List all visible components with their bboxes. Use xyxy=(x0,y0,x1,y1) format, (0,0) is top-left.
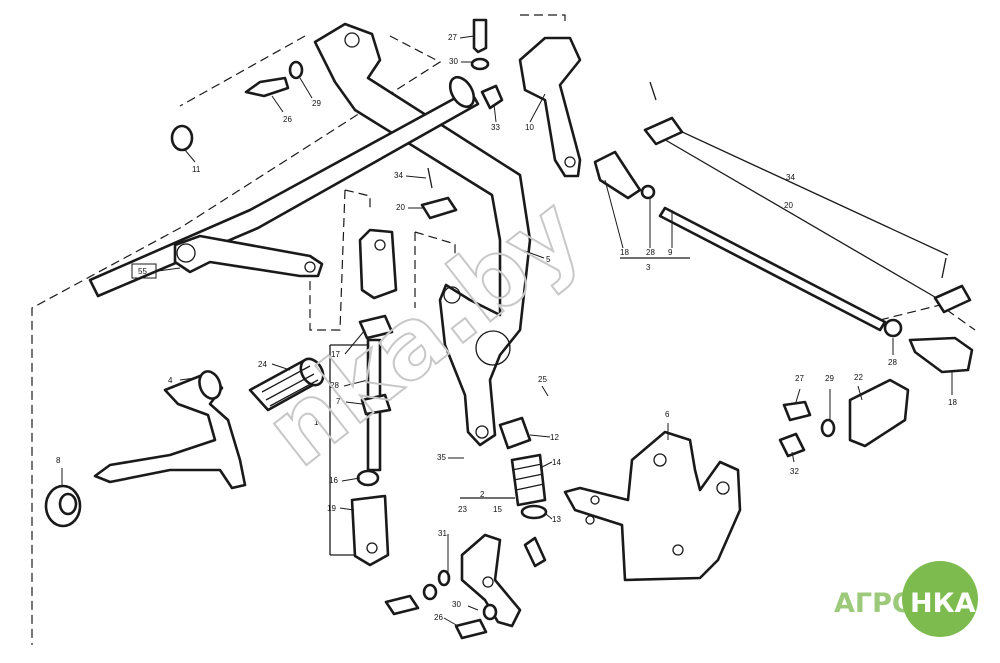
callout-29b: 29 xyxy=(825,374,834,383)
bracket-6 xyxy=(563,430,742,582)
callout-12: 12 xyxy=(550,433,559,442)
callout-26b: 27 xyxy=(795,374,804,383)
callout-19: 19 xyxy=(327,504,336,513)
bell-crank-10 xyxy=(518,36,582,178)
assembly-dashed-lines xyxy=(31,14,976,645)
callout-55: 55 xyxy=(138,267,147,276)
callout-20b: 20 xyxy=(784,201,793,210)
logo-left-text: АГРО xyxy=(834,588,915,619)
logo-right-text: НКА xyxy=(910,588,976,619)
callout-9: 9 xyxy=(668,248,673,257)
long-rod-3 xyxy=(593,150,974,374)
yoke-21 xyxy=(778,378,910,458)
callout-31: 31 xyxy=(438,529,447,538)
callout-10: 10 xyxy=(525,123,534,132)
callout-7: 7 xyxy=(336,397,341,406)
watermark: nka.by xyxy=(244,174,602,489)
lever-55 xyxy=(173,234,324,278)
logo-circle xyxy=(902,561,978,637)
callout-4: 4 xyxy=(168,376,173,385)
callout-5: 5 xyxy=(546,255,551,264)
small-parts-top xyxy=(170,18,504,152)
callout-3: 3 xyxy=(646,263,651,272)
callout-35: 35 xyxy=(437,453,446,462)
callout-32: 32 xyxy=(790,467,799,476)
callout-34a: 34 xyxy=(394,171,403,180)
pedal-4 xyxy=(93,370,247,490)
lower-link-2 xyxy=(384,533,547,640)
callout-33: 33 xyxy=(491,123,500,132)
callout-28b: 28 xyxy=(330,381,339,390)
callout-34b: 34 xyxy=(786,173,795,182)
callout-21: 22 xyxy=(854,373,863,382)
callout-26a: 26 xyxy=(434,613,443,622)
callout-17: 17 xyxy=(331,350,340,359)
callout-14: 14 xyxy=(552,458,561,467)
callout-28c: 28 xyxy=(888,358,897,367)
adjusting-rod-1 xyxy=(350,228,398,567)
callout-28a: 28 xyxy=(646,248,655,257)
spacer-8 xyxy=(44,484,82,528)
callout-27: 27 xyxy=(448,33,457,42)
callout-labels: 27 30 33 10 29 26 11 34 20 5 18 28 9 3 3… xyxy=(56,33,957,622)
callout-leaders xyxy=(61,35,953,627)
agronka-logo: АГРО НКА xyxy=(834,561,978,637)
callout-16: 16 xyxy=(329,476,338,485)
callout-23: 24 xyxy=(258,360,267,369)
callout-13: 13 xyxy=(552,515,561,524)
spring-14 xyxy=(498,416,548,520)
callout-29a: 29 xyxy=(312,99,321,108)
callout-25: 26 xyxy=(283,115,292,124)
callout-18a: 18 xyxy=(620,248,629,257)
pedal-grip-23 xyxy=(248,357,325,412)
callout-55-box xyxy=(131,263,157,279)
callout-6: 6 xyxy=(665,410,670,419)
callout-30a: 30 xyxy=(449,57,458,66)
pedal-arm-5 xyxy=(313,22,532,447)
callout-2: 2 xyxy=(480,490,485,499)
callout-22: 23 xyxy=(458,505,467,514)
callout-11: 11 xyxy=(192,165,201,174)
callout-8: 8 xyxy=(56,456,61,465)
callout-18b: 18 xyxy=(948,398,957,407)
callout-15: 15 xyxy=(493,505,502,514)
callout-20a: 20 xyxy=(396,203,405,212)
callout-30b: 30 xyxy=(452,600,461,609)
callout-24: 25 xyxy=(538,375,547,384)
watermark-text: nka.by xyxy=(245,175,601,488)
pins-20-34 xyxy=(420,81,972,314)
callout-1: 1 xyxy=(314,418,319,427)
